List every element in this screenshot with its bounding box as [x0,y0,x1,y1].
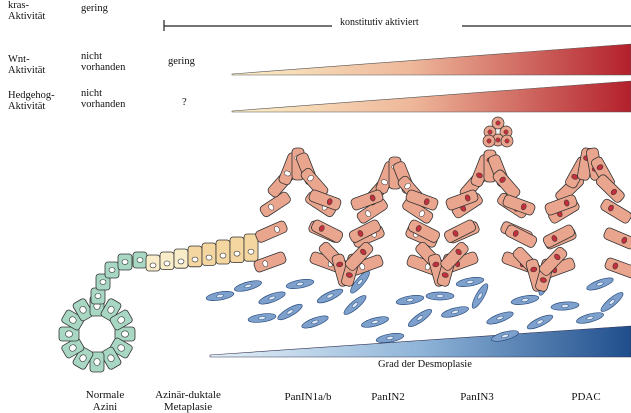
stroma-cell [257,289,286,306]
desmoplasia-ramp [210,326,631,357]
stroma-cell [526,312,555,331]
epithelial-cell [483,135,495,147]
stage-normal-acini: Normale Azini [70,389,140,413]
stage-adm: Azinär-duktale Metaplasie [148,389,228,413]
stroma-cell [206,290,235,303]
epithelial-cell [118,254,132,270]
epithelial-cell [244,234,258,261]
epithelial-cell [310,219,344,244]
stroma-cell [440,305,469,320]
stroma-cell [316,286,345,305]
stage-panin1: PanIN1a/b [268,391,348,403]
stroma-cell [342,293,369,317]
epithelial-cell [604,257,631,279]
stroma-cell [286,278,315,291]
stroma-cell [599,290,626,314]
epithelial-cell [133,252,147,268]
stroma-cell [426,292,454,300]
hedgehog-activity-ramp [232,81,631,112]
stroma-cell [575,311,604,326]
stroma-cell [551,301,580,311]
epithelial-cell [501,135,513,147]
stroma-cell [470,282,491,310]
stroma-cell [511,294,540,307]
stage-pdac: PDAC [556,391,616,403]
kras-activity-line [164,20,631,31]
stroma-cell [406,307,434,330]
desmoplasia-label: Grad der Desmoplasie [378,359,472,370]
epithelial-cell [105,262,119,278]
epithelial-cell [146,255,160,271]
stroma-cell [485,309,514,326]
stage-panin2: PanIN2 [358,391,418,403]
stroma-cell [233,279,262,294]
stroma-cell [248,312,277,324]
stroma-cell [585,275,614,292]
stage-panin3: PanIN3 [447,391,507,403]
stroma-cell [276,302,304,323]
epithelial-cell [188,246,202,267]
stroma-cell [456,276,485,289]
epithelial-cell [160,252,174,270]
epithelial-cell [230,237,244,263]
stroma-cell [360,315,389,330]
epithelial-cell [254,220,288,244]
epithelial-cell [216,240,230,264]
stroma-cell [396,294,425,307]
stroma-cell [300,313,329,330]
epithelial-cell [202,243,216,265]
epithelial-cell [174,249,188,268]
epithelial-cell [603,227,631,250]
wnt-activity-ramp [232,44,631,75]
